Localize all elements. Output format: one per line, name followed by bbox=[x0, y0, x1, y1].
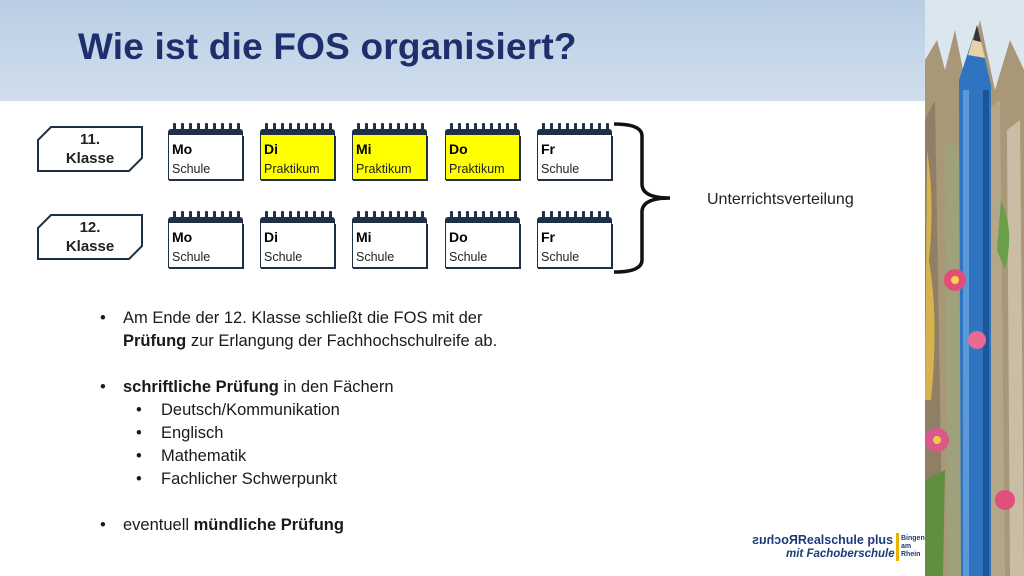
sub-bullet-item: Deutsch/Kommunikation bbox=[100, 399, 497, 422]
logo-mirrored-text: Rochus bbox=[752, 533, 798, 547]
class-tag-11: 11. Klasse bbox=[37, 126, 143, 172]
calendar-activity: Praktikum bbox=[449, 162, 505, 176]
class-tag-word: Klasse bbox=[65, 238, 115, 255]
bullet-item: schriftliche Prüfung in den Fächern bbox=[100, 376, 497, 399]
calendar-activity: Schule bbox=[356, 250, 395, 264]
calendar-day: Fr bbox=[541, 229, 555, 245]
calendar-day: Mo bbox=[172, 229, 193, 245]
calendar-day: Mi bbox=[356, 141, 372, 157]
calendar-day: Mo bbox=[172, 141, 193, 157]
calendar-activity: Schule bbox=[449, 250, 488, 264]
calendar-activity: Schule bbox=[172, 250, 211, 264]
calendar-activity: Schule bbox=[541, 250, 580, 264]
class-tag-word: Klasse bbox=[65, 150, 115, 167]
class-tag-number: 11. bbox=[79, 131, 101, 148]
bullet-item: Am Ende der 12. Klasse schließt die FOS … bbox=[100, 307, 497, 353]
calendar-day: Di bbox=[264, 141, 278, 157]
sub-bullet-item: Mathematik bbox=[100, 445, 497, 468]
brace-label: Unterrichtsverteilung bbox=[707, 191, 854, 208]
bullet-list: Am Ende der 12. Klasse schließt die FOS … bbox=[100, 307, 497, 537]
logo-location: Bingen am Rhein bbox=[901, 535, 925, 558]
calendar-activity: Schule bbox=[541, 162, 580, 176]
logo-line1: Realschule plus bbox=[797, 533, 894, 547]
calendar-day: Mi bbox=[356, 229, 372, 245]
calendar-activity: Praktikum bbox=[356, 162, 412, 176]
bullet-item: eventuell mündliche Prüfung bbox=[100, 514, 497, 537]
calendar-day: Do bbox=[449, 141, 468, 157]
class-tag-12: 12. Klasse bbox=[37, 214, 143, 260]
calendar-activity: Schule bbox=[264, 250, 303, 264]
sub-bullet-item: Englisch bbox=[100, 422, 497, 445]
calendar-day: Di bbox=[264, 229, 278, 245]
calendar-activity: Schule bbox=[172, 162, 211, 176]
curly-brace bbox=[613, 122, 671, 274]
pencil-fence-photo bbox=[925, 0, 1024, 576]
logo-line2: mit Fachoberschule bbox=[786, 548, 895, 560]
slide-title: Wie ist die FOS organisiert? bbox=[78, 26, 577, 67]
calendar-day: Fr bbox=[541, 141, 555, 157]
header-band bbox=[0, 0, 925, 101]
school-logo: RochusRealschule plus mit Fachoberschule… bbox=[750, 531, 925, 563]
calendar-day: Do bbox=[449, 229, 468, 245]
class-tag-number: 12. bbox=[79, 219, 101, 236]
sub-bullet-item: Fachlicher Schwerpunkt bbox=[100, 468, 497, 491]
calendar-activity: Praktikum bbox=[264, 162, 320, 176]
